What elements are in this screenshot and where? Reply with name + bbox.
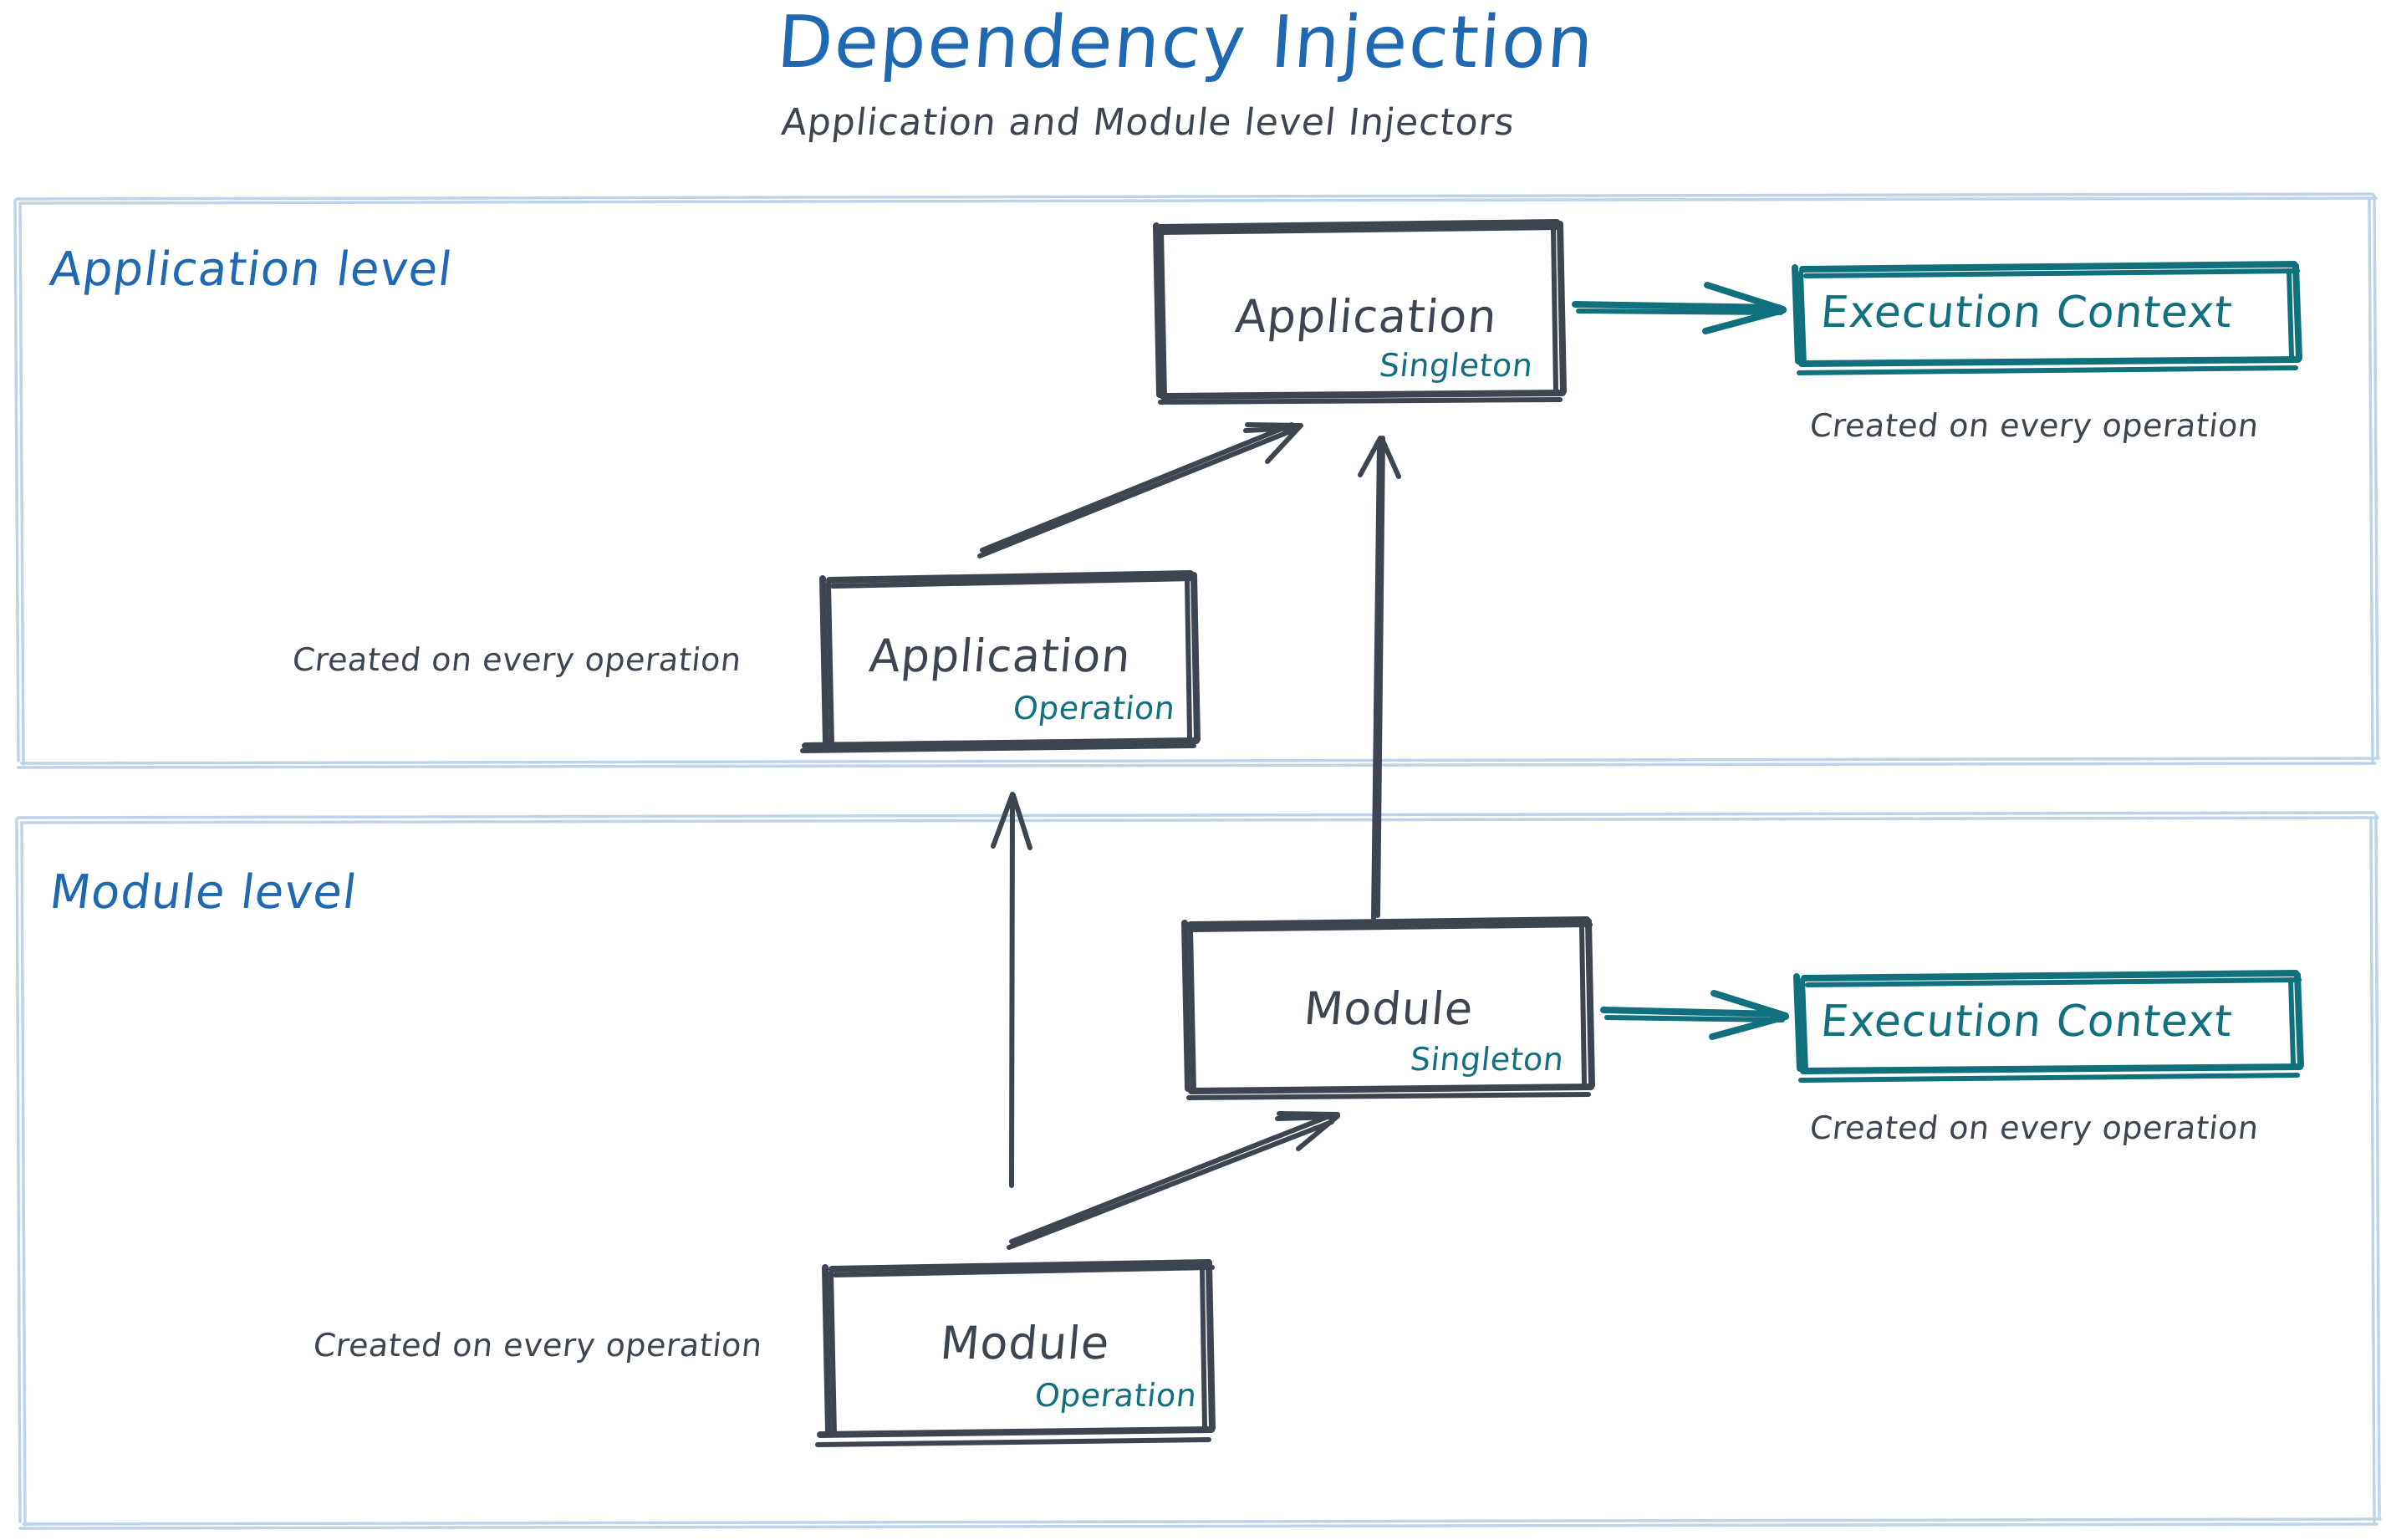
module-operation-title: Module: [938, 1317, 1113, 1369]
page-subtitle: Application and Module level Injectors: [779, 101, 1517, 144]
section-label-application-level: Application level: [47, 242, 456, 297]
section-label-module-level: Module level: [47, 865, 360, 920]
module-operation-scope: Operation: [1032, 1377, 1199, 1414]
edge-module-singleton-to-app-singleton: [1358, 436, 1401, 920]
module-execution-context-box-outline: [1793, 970, 2304, 1083]
application-execution-context-caption: Created on every operation: [1807, 407, 2261, 444]
edge-app-operation-to-app-singleton: [977, 422, 1303, 558]
application-singleton-box-outline: [1153, 219, 1567, 405]
module-singleton-title: Module: [1302, 982, 1476, 1035]
application-execution-context-box-outline: [1792, 261, 2302, 375]
module-execution-context-caption: Created on every operation: [1807, 1109, 2261, 1146]
module-singleton-box-outline: [1181, 916, 1595, 1100]
application-execution-context-title: Execution Context: [1818, 288, 2236, 338]
edge-module-operation-to-module-singleton: [1007, 1111, 1340, 1250]
edge-module-operation-to-app-operation: [991, 792, 1032, 1188]
module-operation-box-outline: [815, 1259, 1216, 1447]
module-level-container: [15, 811, 2382, 1530]
application-singleton-title: Application: [1233, 290, 1500, 343]
edge-app-singleton-to-exec-context: [1572, 282, 1787, 334]
page-title: Dependency Injection: [774, 1, 1598, 84]
application-operation-title: Application: [867, 630, 1134, 682]
application-operation-scope: Operation: [1011, 690, 1177, 727]
module-operation-caption: Created on every operation: [311, 1327, 765, 1364]
application-operation-caption: Created on every operation: [290, 641, 744, 678]
application-singleton-scope: Singleton: [1377, 347, 1535, 384]
edge-module-singleton-to-exec-context: [1600, 990, 1789, 1040]
application-level-container: [13, 192, 2380, 769]
module-execution-context-title: Execution Context: [1818, 997, 2236, 1047]
application-operation-box-outline: [800, 570, 1201, 753]
module-singleton-scope: Singleton: [1408, 1041, 1566, 1078]
